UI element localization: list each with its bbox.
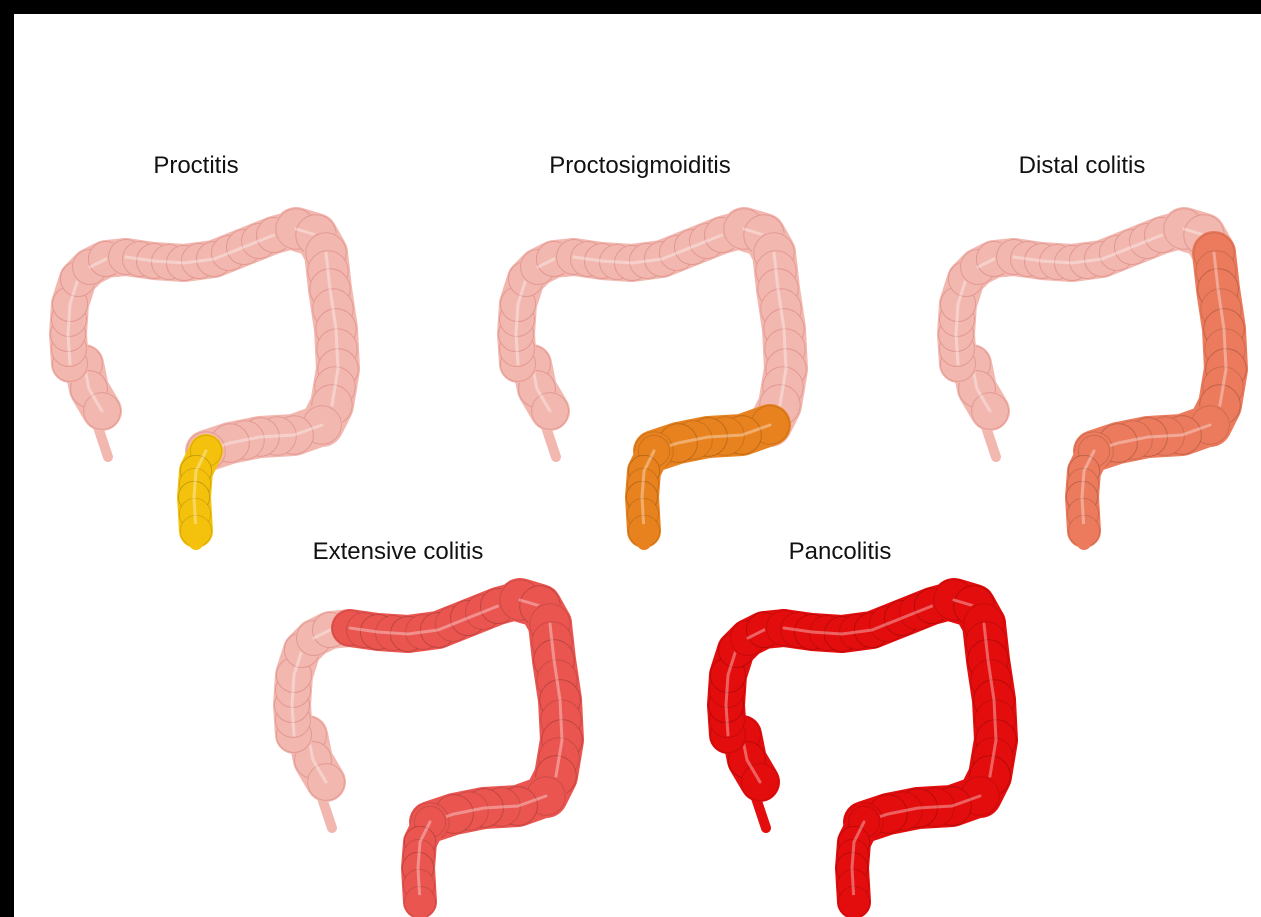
panel-label-proctosigmoiditis: Proctosigmoiditis — [549, 152, 730, 180]
colon-diagram-proctosigmoiditis — [482, 199, 822, 539]
colon-diagram-proctitis — [34, 199, 374, 539]
panel-label-extensive-colitis: Extensive colitis — [313, 538, 484, 566]
panel-label-proctitis: Proctitis — [153, 152, 238, 180]
panel-label-distal-colitis: Distal colitis — [1019, 152, 1146, 180]
colon-diagram-extensive-colitis — [258, 570, 598, 910]
colon-diagram-distal-colitis — [922, 199, 1261, 539]
panel-label-pancolitis: Pancolitis — [789, 538, 892, 566]
colon-diagram-pancolitis — [692, 570, 1032, 910]
figure-canvas: Proctitis Proctosigmoiditis Distal colit… — [14, 14, 1261, 917]
